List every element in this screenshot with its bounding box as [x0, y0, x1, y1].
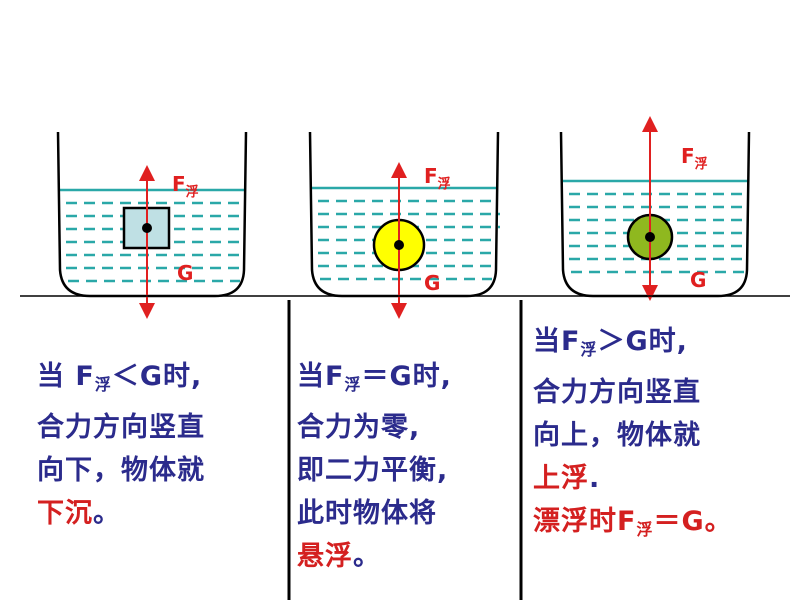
suspend-line-1: 当F浮＝G时,: [297, 361, 452, 394]
beaker-suspend: F浮 G: [308, 131, 500, 319]
gravity-label-float: G: [690, 268, 706, 292]
water-float: [563, 179, 749, 274]
sink-line-4: 下沉。: [37, 498, 121, 529]
sink-line-3: 向下，物体就: [37, 455, 205, 486]
suspend-line-2: 合力为零,: [297, 412, 421, 443]
force-up-label-float: F浮: [681, 144, 708, 172]
suspend-keyword: 悬浮: [297, 541, 353, 572]
beaker-float: F浮 G: [559, 116, 751, 301]
float-line-1: 当F浮＞G时,: [533, 326, 688, 359]
float-line-3: 向上，物体就: [533, 420, 701, 451]
center-dot-float: [645, 232, 655, 242]
suspend-line-4: 此时物体将: [297, 498, 437, 529]
sink-line-2: 合力方向竖直: [37, 412, 205, 443]
force-up-label-suspend: F浮: [424, 164, 451, 192]
float-line-4: 上浮.: [533, 463, 601, 494]
float-keyword: 上浮: [533, 463, 589, 494]
suspend-line-5: 悬浮。: [297, 541, 381, 572]
center-dot-sink: [142, 223, 152, 233]
gravity-label-sink: G: [177, 261, 193, 285]
gravity-label-suspend: G: [424, 271, 440, 295]
sink-line-1: 当 F浮＜G时,: [37, 361, 203, 394]
panel-suspend: 当F浮＝G时, 合力为零, 即二力平衡, 此时物体将 悬浮。: [297, 355, 517, 578]
center-dot-suspend: [394, 240, 404, 250]
beaker-sink: F浮 G: [56, 131, 248, 319]
panel-sink: 当 F浮＜G时, 合力方向竖直 向下，物体就 下沉。: [37, 355, 282, 535]
float-line-2: 合力方向竖直: [533, 377, 701, 408]
suspend-line-3: 即二力平衡,: [297, 455, 449, 486]
force-up-label-sink: F浮: [172, 172, 199, 200]
water-sink: [60, 188, 245, 283]
panel-float: 当F浮＞G时, 合力方向竖直 向上，物体就 上浮. 漂浮时F浮＝G。: [533, 320, 795, 551]
float-line-5: 漂浮时F浮＝G。: [533, 506, 733, 539]
sink-keyword: 下沉: [37, 498, 93, 529]
